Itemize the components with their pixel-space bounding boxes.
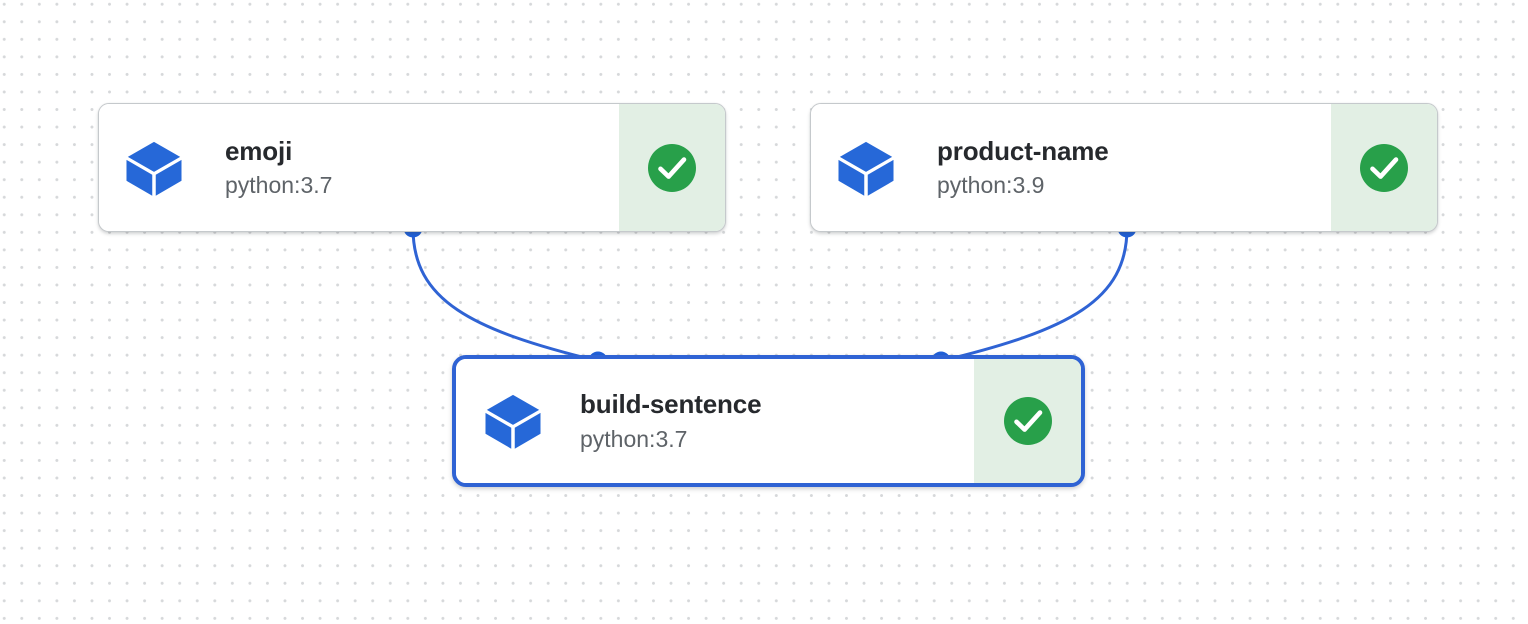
node-subtitle: python:3.7 — [225, 172, 333, 199]
node-text: product-name python:3.9 — [937, 136, 1109, 200]
node-product-name[interactable]: product-name python:3.9 — [810, 103, 1438, 232]
node-status-panel[interactable] — [1331, 104, 1437, 231]
node-build-sentence[interactable]: build-sentence python:3.7 — [452, 355, 1085, 487]
check-circle-icon — [1003, 397, 1052, 445]
check-circle-icon — [648, 143, 696, 192]
node-subtitle: python:3.9 — [937, 172, 1045, 199]
node-body: build-sentence python:3.7 — [456, 359, 974, 483]
node-emoji[interactable]: emoji python:3.7 — [98, 103, 726, 232]
node-status-panel[interactable] — [619, 104, 725, 231]
node-subtitle: python:3.7 — [580, 425, 688, 452]
node-status-panel[interactable] — [974, 359, 1081, 483]
node-text: emoji python:3.7 — [225, 136, 332, 200]
cube-icon — [485, 394, 541, 449]
check-circle-icon — [1360, 143, 1408, 192]
node-title: product-name — [937, 135, 1109, 166]
node-title: build-sentence — [580, 389, 762, 420]
node-body: emoji python:3.7 — [99, 104, 619, 231]
node-body: product-name python:3.9 — [811, 104, 1331, 231]
cube-icon — [838, 141, 894, 196]
node-text: build-sentence python:3.7 — [580, 389, 762, 453]
cube-icon — [126, 141, 182, 196]
node-title: emoji — [225, 135, 293, 166]
